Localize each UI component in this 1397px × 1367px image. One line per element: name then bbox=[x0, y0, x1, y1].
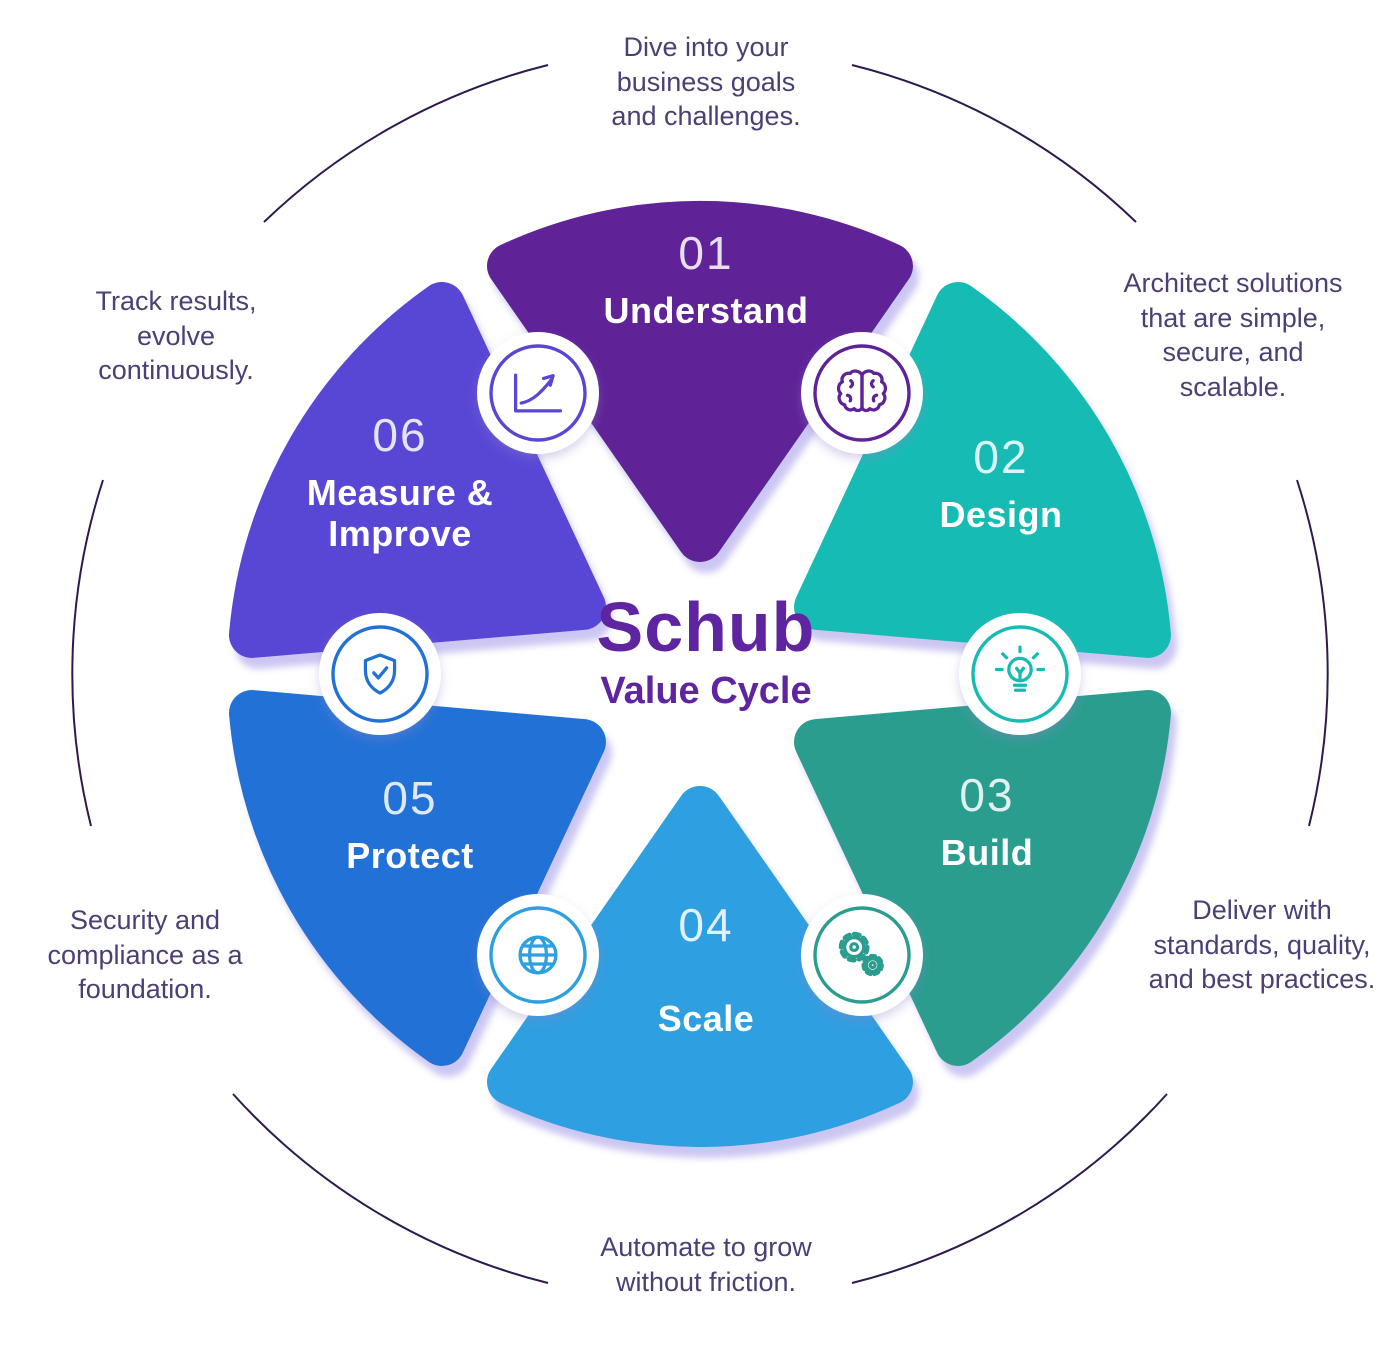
badge-ring bbox=[489, 344, 587, 442]
badge-globe bbox=[477, 894, 599, 1016]
badge-gears bbox=[801, 894, 923, 1016]
petal-label-protect: 05 Protect bbox=[250, 771, 570, 876]
brain-icon bbox=[836, 369, 888, 413]
petal-design bbox=[794, 282, 1171, 658]
petal-scale bbox=[487, 786, 913, 1147]
brand-subtitle: Value Cycle bbox=[600, 670, 812, 712]
petal-number: 02 bbox=[973, 431, 1029, 483]
petal-label-design: 02 Design bbox=[841, 430, 1161, 535]
badge-growth-chart bbox=[477, 332, 599, 454]
brand-name: Schub bbox=[596, 588, 816, 666]
badge-ring bbox=[489, 906, 587, 1004]
petal-measure-improve bbox=[229, 282, 606, 658]
petal-number: 06 bbox=[372, 409, 428, 461]
description-scale: Automate to grow without friction. bbox=[600, 1232, 812, 1297]
badge-ring bbox=[813, 344, 911, 442]
outer-ring-arcs bbox=[71, 64, 1329, 1284]
petal-number: 05 bbox=[382, 772, 438, 824]
petal-label-scale: 04 Scale bbox=[546, 898, 866, 1039]
petal-name: Scale bbox=[657, 998, 755, 1039]
globe-icon bbox=[518, 935, 558, 975]
petal-name: Measure & Improve bbox=[306, 472, 494, 555]
petal-label-build: 03 Build bbox=[827, 768, 1147, 873]
shield-check-icon bbox=[363, 653, 397, 695]
petal-name: Design bbox=[939, 494, 1063, 535]
petal-build bbox=[794, 690, 1171, 1066]
description-measure-improve: Track results, evolve continuously. bbox=[95, 286, 257, 386]
petal-number: 01 bbox=[678, 227, 734, 279]
badge-shield bbox=[319, 613, 441, 735]
petal-label-understand: 01 Understand bbox=[546, 226, 866, 331]
center-title: Schub Value Cycle bbox=[521, 592, 891, 713]
description-protect: Security and compliance as a foundation. bbox=[47, 905, 243, 1005]
petal-label-measure-improve: 06 Measure & Improve bbox=[290, 408, 510, 555]
petal-protect bbox=[229, 690, 606, 1066]
description-understand: Dive into your business goals and challe… bbox=[611, 32, 801, 132]
badge-brain bbox=[801, 332, 923, 454]
description-design: Architect solutions that are simple, sec… bbox=[1123, 268, 1343, 402]
petal-name: Understand bbox=[603, 290, 809, 331]
growth-chart-icon bbox=[513, 373, 563, 413]
petal-name: Build bbox=[940, 832, 1034, 873]
badge-ring bbox=[971, 625, 1069, 723]
badge-ring bbox=[331, 625, 429, 723]
lightbulb-icon bbox=[994, 645, 1046, 692]
petal-name: Protect bbox=[346, 835, 474, 876]
petal-number: 04 bbox=[678, 899, 734, 951]
badge-lightbulb bbox=[959, 613, 1081, 735]
badge-ring bbox=[813, 906, 911, 1004]
petal-number: 03 bbox=[959, 769, 1015, 821]
gears-icon bbox=[838, 931, 884, 977]
petal-understand bbox=[487, 201, 913, 562]
description-build: Deliver with standards, quality, and bes… bbox=[1148, 895, 1376, 995]
